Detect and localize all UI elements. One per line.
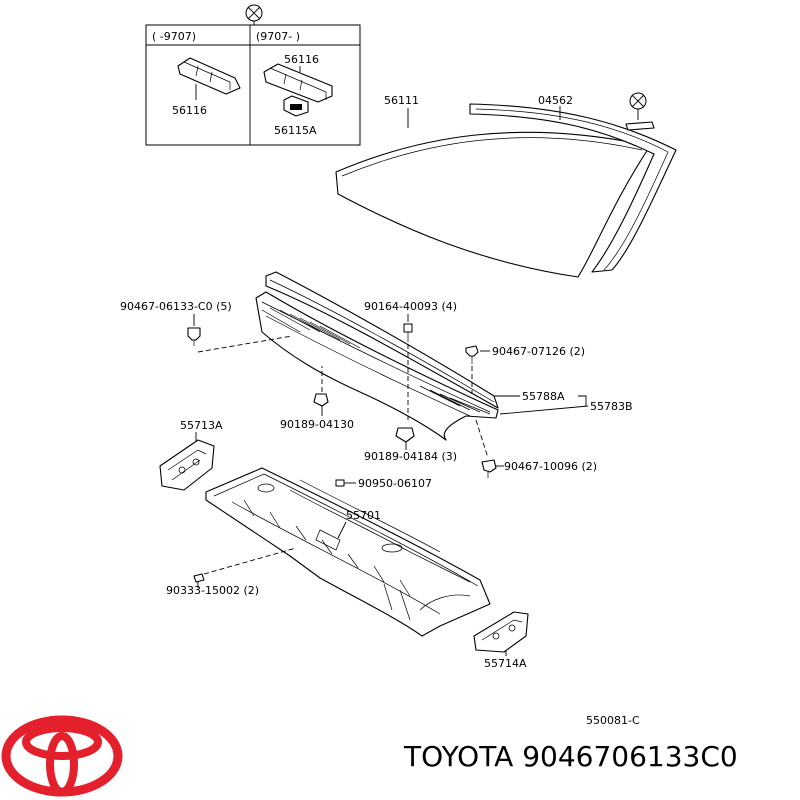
- label-56115A: 56115A: [274, 124, 317, 137]
- bracket-55713A: [159, 439, 215, 491]
- cowl-panel-55701: [205, 467, 491, 637]
- label-55783B: 55783B: [590, 400, 633, 413]
- label-90950-06107: 90950-06107: [358, 477, 432, 490]
- windshield-molding: [469, 103, 677, 273]
- fastener-90950-06107: [335, 479, 345, 487]
- label-55714A: 55714A: [484, 657, 527, 670]
- label-55713A: 55713A: [180, 419, 223, 432]
- bracket-55714A: [473, 611, 529, 653]
- clip-56116-late: [263, 63, 333, 103]
- inset-header-left: ( -9707): [152, 30, 196, 43]
- label-55788A: 55788A: [522, 390, 565, 403]
- cowl-louver: [255, 271, 499, 441]
- fastener-90333-15002: [193, 573, 205, 583]
- label-56116-right: 56116: [284, 53, 319, 66]
- label-90467-07126: 90467-07126 (2): [492, 345, 585, 358]
- footer-part-caption: TOYOTA 9046706133C0: [404, 740, 738, 773]
- fastener-90467-06133: [187, 327, 201, 346]
- no-reuse-symbol-right: [625, 92, 655, 131]
- windshield-glass: [335, 131, 651, 278]
- drawing-code: 550081-C: [586, 714, 640, 727]
- label-90467-10096: 90467-10096 (2): [504, 460, 597, 473]
- inset-header-right: (9707- ): [256, 30, 300, 43]
- label-56116-left: 56116: [172, 104, 207, 117]
- clip-56116-early: [177, 57, 241, 95]
- toyota-logo: [1, 715, 123, 797]
- label-90467-06133: 90467-06133-C0 (5): [120, 300, 232, 313]
- seal-hatching: [261, 307, 491, 415]
- footer-brand: TOYOTA: [404, 740, 514, 773]
- label-90333-15002: 90333-15002 (2): [166, 584, 259, 597]
- inset-box: ( -9707) (9707- ) 56116 56116 56115A: [145, 4, 361, 146]
- label-56111: 56111: [384, 94, 419, 107]
- label-90189-04184: 90189-04184 (3): [364, 450, 457, 463]
- label-04562: 04562: [538, 94, 573, 107]
- clip-56115A: [283, 95, 309, 117]
- fastener-90189-04130: [313, 393, 329, 407]
- footer-part-number: 9046706133C0: [522, 740, 738, 773]
- label-90164-40093: 90164-40093 (4): [364, 300, 457, 313]
- fastener-90164-40093: [403, 323, 413, 342]
- fastener-90189-04184: [395, 427, 415, 443]
- label-55701: 55701: [346, 509, 381, 522]
- label-90189-04130: 90189-04130: [280, 418, 354, 431]
- fastener-90467-07126: [465, 345, 479, 364]
- fastener-90467-10096: [481, 459, 497, 478]
